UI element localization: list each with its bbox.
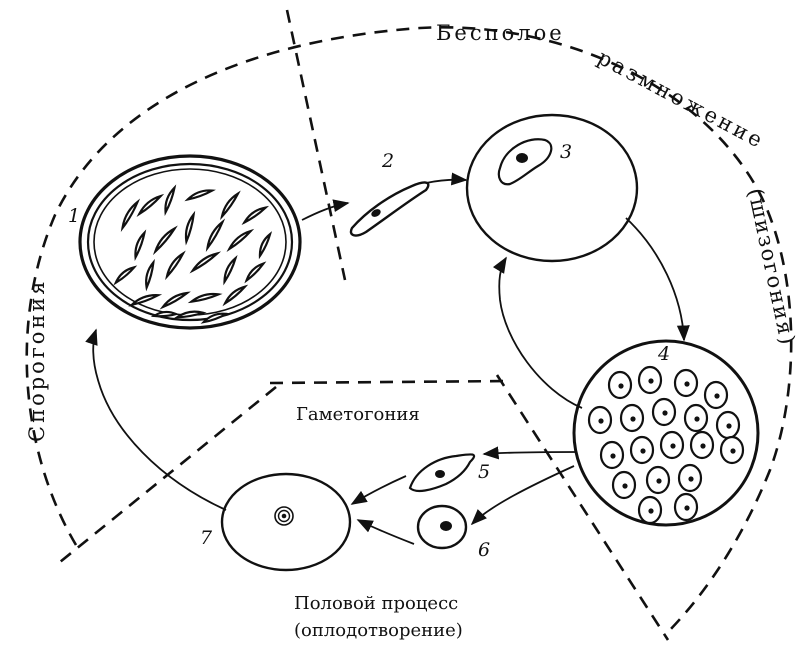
sporozoite-shape xyxy=(189,251,222,274)
merozoite-nucleus xyxy=(610,453,616,459)
merozoite-nucleus xyxy=(700,443,706,449)
label-sexual-process: Половой процесс xyxy=(294,593,458,614)
divider-gametogony-right xyxy=(495,374,670,641)
merozoite-nucleus xyxy=(714,393,720,399)
sporozoite-shape xyxy=(220,190,241,221)
stage-number-2: 2 xyxy=(381,150,394,172)
outer-dashed-arc xyxy=(25,26,793,636)
merozoite-nucleus xyxy=(694,416,700,422)
sporozoite-shape xyxy=(226,228,255,253)
sporozoite-shape xyxy=(205,218,226,252)
sporozoite-stage-2 xyxy=(349,181,430,237)
sporozoite-shape xyxy=(165,250,186,281)
divider-gametogony-top xyxy=(269,379,513,385)
merozoite-nucleus xyxy=(670,443,676,449)
merozoite-nucleus xyxy=(622,483,628,489)
sporozoite-shape xyxy=(134,229,147,261)
sporozoite-shape xyxy=(113,265,138,286)
sporozoite-shape xyxy=(150,310,180,318)
cell-stage-3 xyxy=(465,113,639,263)
sporozoite-group xyxy=(113,184,273,324)
sporozoite-shape xyxy=(173,310,207,319)
merozoite-nucleus xyxy=(656,478,662,484)
stage-number-4: 4 xyxy=(657,343,670,365)
sporozoite-shape xyxy=(258,231,273,260)
sporozoite-shape xyxy=(159,291,191,310)
arrow-2-to-3 xyxy=(425,172,468,186)
stage-number-5: 5 xyxy=(478,461,490,483)
sporozoite-shape xyxy=(222,284,249,307)
zygote-stage-7 xyxy=(220,472,352,572)
sporozoite-shape xyxy=(145,258,155,292)
schizont-stage-4 xyxy=(572,339,760,527)
merozoite-nucleus xyxy=(598,418,604,424)
sporozoite-shape xyxy=(164,184,177,216)
sporozoite-shape xyxy=(241,205,270,226)
stage-number-3: 3 xyxy=(560,141,572,163)
label-asexual-reproduction: размножение xyxy=(594,45,769,153)
label-asexual-title: Бесполое xyxy=(436,21,565,45)
gametocyte-stage-6 xyxy=(416,504,468,550)
merozoite-nucleus xyxy=(684,381,690,387)
oocyst-stage-1 xyxy=(78,154,302,330)
merozoite-nucleus xyxy=(630,416,636,422)
gametocyte-stage-5 xyxy=(408,453,476,493)
sporozoite-shape xyxy=(136,193,165,218)
label-sporogony: Спорогония xyxy=(25,278,49,442)
sporozoite-shape xyxy=(120,198,141,232)
merozoite-nucleus xyxy=(662,410,668,416)
sporozoite-shape xyxy=(153,225,178,256)
sporozoite-shape xyxy=(200,312,230,324)
label-fertilization: (оплодотворение) xyxy=(294,620,463,641)
sporozoite-shape xyxy=(244,261,267,284)
merozoite-nucleus xyxy=(648,378,654,384)
arrow-5-to-7 xyxy=(350,475,407,505)
merozoite-nucleus xyxy=(684,505,690,511)
stage-number-1: 1 xyxy=(68,205,80,227)
merozoite-group xyxy=(587,365,745,525)
sporozoite-shape xyxy=(128,294,163,307)
sporozoite-shape xyxy=(223,255,238,286)
merozoite-nucleus xyxy=(688,476,694,482)
arrow-4-to-6 xyxy=(470,465,575,526)
sporozoite-shape xyxy=(184,210,196,246)
arrow-3-to-4 xyxy=(625,217,690,342)
arrow-6-to-7 xyxy=(356,519,415,545)
merozoite-nucleus xyxy=(726,423,732,429)
arrow-7-to-1 xyxy=(85,328,227,511)
arrow-1-to-2 xyxy=(301,199,350,221)
sporozoite-shape xyxy=(187,292,223,304)
merozoite-nucleus xyxy=(730,448,736,454)
stage-number-6: 6 xyxy=(478,539,490,561)
arrow-4-to-3 xyxy=(492,256,583,409)
divider-top xyxy=(285,9,347,281)
arrow-4-to-5 xyxy=(482,446,577,460)
sporozoite-shape xyxy=(184,189,216,202)
label-gametogony: Гаметогония xyxy=(296,404,420,425)
merozoite-nucleus xyxy=(640,448,646,454)
merozoite-nucleus xyxy=(618,383,624,389)
label-schizogony: (шизогония) xyxy=(743,186,800,348)
merozoite-nucleus xyxy=(648,508,654,514)
stage-number-7: 7 xyxy=(200,527,213,549)
